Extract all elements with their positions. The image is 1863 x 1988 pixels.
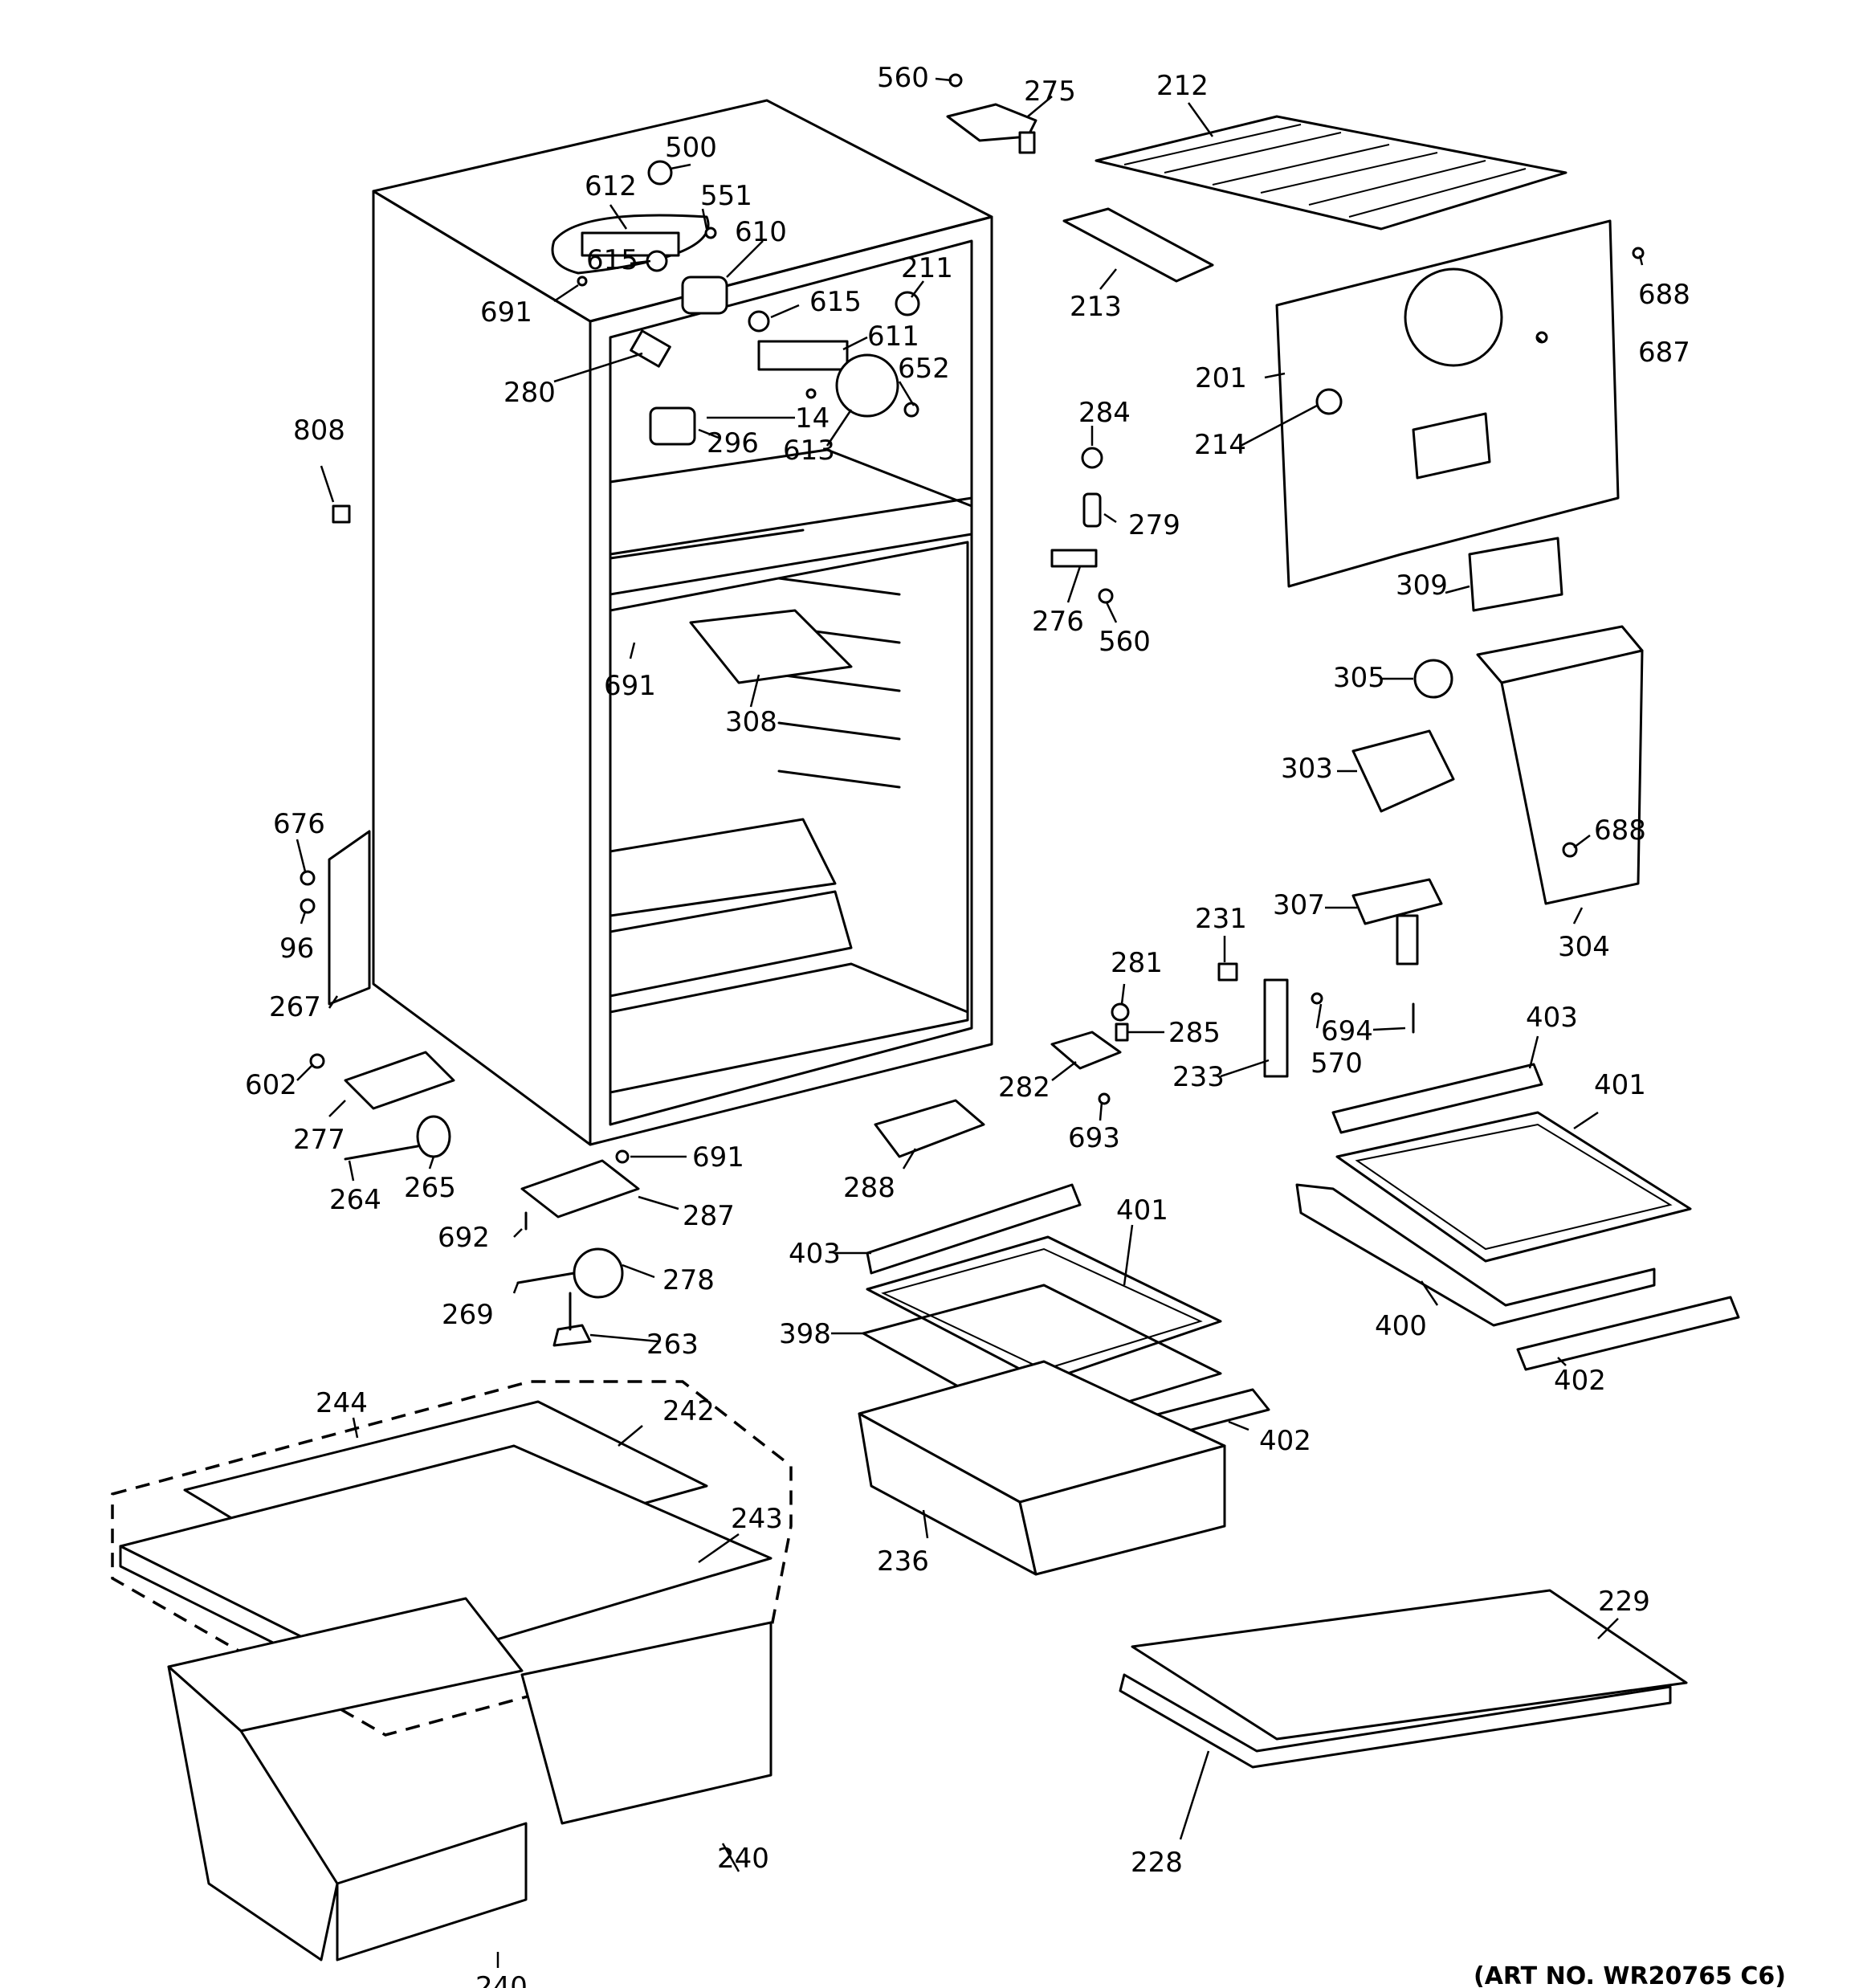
- center-drawer: [858, 1183, 1270, 1576]
- label-688: 688: [1638, 279, 1690, 311]
- label-613: 613: [783, 435, 835, 467]
- label-284: 284: [1078, 397, 1131, 429]
- air-duct: [1351, 625, 1644, 965]
- label-233: 233: [1172, 1061, 1225, 1093]
- label-243: 243: [731, 1503, 783, 1535]
- label-570: 570: [1311, 1047, 1363, 1080]
- hinge-parts: [300, 73, 1415, 1347]
- label-305: 305: [1333, 662, 1385, 694]
- label-304: 304: [1558, 931, 1610, 963]
- label-309: 309: [1396, 569, 1448, 602]
- label-403: 403: [1526, 1002, 1578, 1034]
- leader-lines: [296, 77, 1644, 1968]
- label-242: 242: [662, 1395, 715, 1427]
- label-610: 610: [735, 216, 787, 248]
- label-691: 691: [480, 296, 532, 329]
- label-402: 402: [1554, 1365, 1606, 1397]
- label-276: 276: [1032, 606, 1084, 638]
- label-691: 691: [604, 670, 656, 702]
- label-269: 269: [442, 1299, 494, 1331]
- label-96: 96: [279, 933, 314, 965]
- label-281: 281: [1111, 947, 1163, 979]
- label-615: 615: [809, 286, 862, 318]
- label-403: 403: [789, 1238, 841, 1270]
- crisper-cover-assembly: [111, 1380, 793, 1961]
- label-229: 229: [1598, 1586, 1650, 1618]
- label-279: 279: [1128, 509, 1180, 541]
- label-400: 400: [1375, 1310, 1427, 1342]
- label-808: 808: [293, 414, 345, 447]
- label-236: 236: [877, 1545, 929, 1578]
- label-277: 277: [293, 1124, 345, 1156]
- part-labels: 560 275 212 500 612 551 610 615 691 211 …: [245, 62, 1690, 1988]
- label-296: 296: [707, 427, 759, 459]
- label-693: 693: [1068, 1122, 1120, 1154]
- label-278: 278: [662, 1264, 715, 1296]
- label-398: 398: [779, 1318, 831, 1350]
- freezer-shelf: [1062, 115, 1567, 283]
- label-401: 401: [1116, 1194, 1168, 1227]
- evaporator-cover: [1275, 219, 1645, 612]
- label-212: 212: [1156, 70, 1209, 102]
- spill-shelf: [1119, 1589, 1688, 1769]
- label-676: 676: [273, 808, 325, 840]
- label-288: 288: [843, 1172, 895, 1204]
- label-652: 652: [898, 353, 950, 385]
- right-shelf: [1295, 1063, 1740, 1371]
- label-265: 265: [404, 1172, 456, 1204]
- label-275: 275: [1024, 76, 1076, 108]
- label-287: 287: [683, 1200, 735, 1232]
- label-694: 694: [1321, 1015, 1373, 1047]
- label-240: 240: [475, 1971, 528, 1988]
- label-611: 611: [867, 320, 919, 353]
- label-401: 401: [1594, 1069, 1646, 1101]
- label-267: 267: [269, 991, 321, 1023]
- freezer-controls: [551, 160, 920, 446]
- label-560: 560: [1099, 626, 1151, 658]
- art-number: (ART NO. WR20765 C6): [1474, 1962, 1786, 1988]
- label-308: 308: [725, 706, 777, 738]
- label-214: 214: [1194, 429, 1246, 461]
- label-615: 615: [586, 244, 638, 276]
- label-688: 688: [1594, 814, 1646, 847]
- cabinet: [372, 99, 993, 1146]
- label-14: 14: [795, 402, 830, 435]
- label-612: 612: [585, 170, 637, 202]
- label-307: 307: [1273, 889, 1325, 921]
- label-402: 402: [1259, 1425, 1311, 1457]
- label-282: 282: [998, 1072, 1050, 1104]
- label-231: 231: [1195, 903, 1247, 935]
- label-213: 213: [1070, 291, 1122, 323]
- label-500: 500: [665, 132, 717, 164]
- label-240: 240: [717, 1843, 769, 1875]
- label-211: 211: [901, 252, 953, 284]
- label-263: 263: [646, 1329, 699, 1361]
- label-280: 280: [503, 377, 556, 409]
- label-551: 551: [700, 180, 752, 212]
- label-691: 691: [692, 1141, 744, 1174]
- label-303: 303: [1281, 753, 1333, 785]
- label-201: 201: [1195, 362, 1247, 394]
- label-264: 264: [329, 1184, 381, 1216]
- label-687: 687: [1638, 337, 1690, 369]
- label-244: 244: [316, 1387, 368, 1419]
- label-228: 228: [1131, 1847, 1183, 1879]
- label-285: 285: [1168, 1017, 1221, 1049]
- label-602: 602: [245, 1069, 297, 1101]
- label-692: 692: [438, 1222, 490, 1254]
- label-560: 560: [877, 62, 929, 94]
